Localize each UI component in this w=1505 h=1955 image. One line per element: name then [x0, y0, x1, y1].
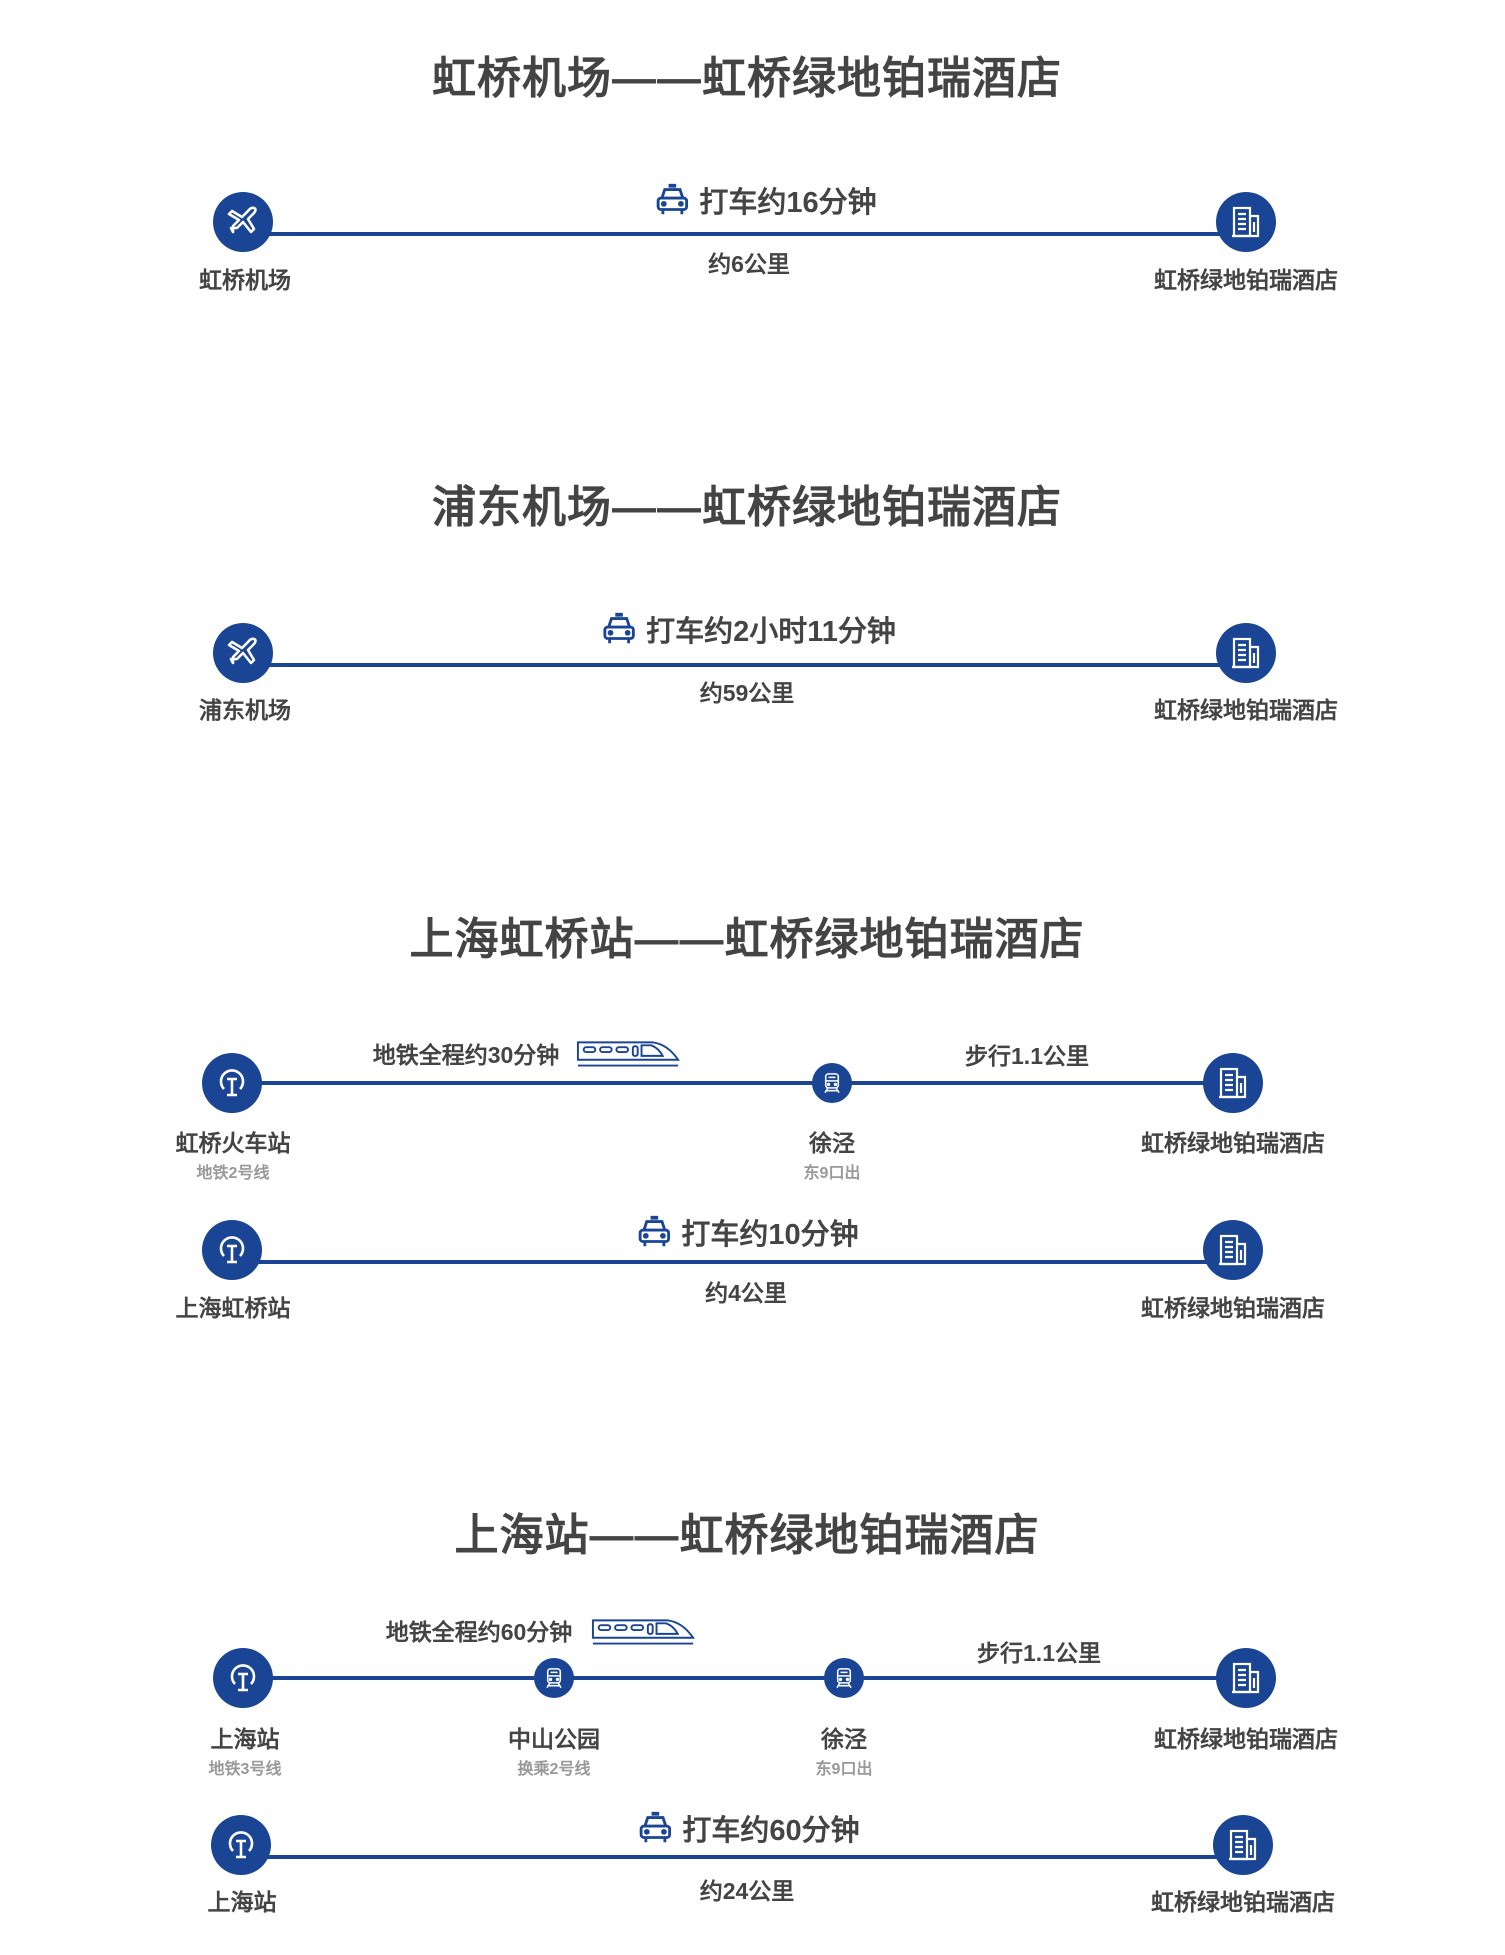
route-line [243, 232, 1246, 236]
stop-name: 上海站 [210, 1726, 280, 1752]
building-icon [1216, 192, 1276, 252]
distance: 约59公里 [699, 680, 795, 706]
taxi-icon [636, 1809, 674, 1847]
building-icon [1216, 1648, 1276, 1708]
duration-text: 打车约2小时11分钟 [646, 616, 896, 648]
distance: 约4公里 [705, 1280, 787, 1306]
metro-duration: 地铁全程约60分钟 [385, 1619, 573, 1645]
origin-label: 浦东机场 [199, 697, 291, 723]
taxi-duration: 打车约10分钟 [635, 1211, 859, 1253]
stop-name: 中山公园 [508, 1726, 600, 1752]
walk-distance: 步行1.1公里 [977, 1640, 1101, 1666]
train-icon [576, 1038, 682, 1068]
route-title: 浦东机场——虹桥绿地铂瑞酒店 [432, 483, 1062, 532]
walk-distance: 步行1.1公里 [965, 1043, 1089, 1069]
destination-label: 虹桥绿地铂瑞酒店 [1141, 1295, 1325, 1321]
route-title: 虹桥机场——虹桥绿地铂瑞酒店 [432, 54, 1062, 103]
railway-station-icon [202, 1220, 262, 1280]
stop-note: 东9口出 [815, 1761, 873, 1778]
stop-name: 虹桥绿地铂瑞酒店 [1141, 1130, 1325, 1156]
metro-icon [812, 1063, 852, 1103]
route-title: 上海虹桥站——虹桥绿地铂瑞酒店 [409, 915, 1085, 964]
duration-text: 打车约60分钟 [682, 1815, 860, 1847]
metro-duration: 地铁全程约30分钟 [372, 1042, 560, 1068]
metro-route-line [243, 1676, 1246, 1680]
stop-note: 换乘2号线 [517, 1761, 591, 1778]
origin-label: 虹桥机场 [199, 267, 291, 293]
metro-icon [534, 1658, 574, 1698]
destination-label: 虹桥绿地铂瑞酒店 [1151, 1889, 1335, 1915]
duration-text: 打车约16分钟 [699, 187, 877, 219]
railway-station-icon [213, 1648, 273, 1708]
building-icon [1213, 1815, 1273, 1875]
plane-icon [213, 192, 273, 252]
railway-station-icon [211, 1815, 271, 1875]
origin-label: 上海虹桥站 [175, 1295, 291, 1321]
duration-text: 打车约10分钟 [681, 1219, 859, 1251]
stop-note: 地铁3号线 [208, 1761, 282, 1778]
plane-icon [213, 623, 273, 683]
route-title: 上海站——虹桥绿地铂瑞酒店 [454, 1511, 1040, 1560]
destination-label: 虹桥绿地铂瑞酒店 [1154, 697, 1338, 723]
stop-name: 虹桥火车站 [175, 1130, 291, 1156]
distance: 约6公里 [708, 251, 790, 277]
taxi-icon [600, 610, 638, 648]
taxi-duration: 打车约2小时11分钟 [600, 608, 896, 650]
stop-name: 徐泾 [821, 1726, 867, 1752]
building-icon [1216, 623, 1276, 683]
taxi-duration: 打车约16分钟 [653, 179, 877, 221]
taxi-icon [635, 1213, 673, 1251]
building-icon [1203, 1220, 1263, 1280]
distance: 约24公里 [699, 1878, 795, 1904]
origin-label: 上海站 [207, 1889, 277, 1915]
stop-note: 东9口出 [803, 1165, 861, 1182]
building-icon [1203, 1053, 1263, 1113]
stop-name: 虹桥绿地铂瑞酒店 [1154, 1726, 1338, 1752]
taxi-icon [653, 181, 691, 219]
train-icon [591, 1616, 697, 1646]
stop-note: 地铁2号线 [196, 1165, 270, 1182]
stop-name: 徐泾 [809, 1130, 855, 1156]
destination-label: 虹桥绿地铂瑞酒店 [1154, 267, 1338, 293]
route-line [243, 663, 1246, 667]
metro-icon [824, 1658, 864, 1698]
route-line [241, 1855, 1243, 1859]
taxi-duration: 打车约60分钟 [636, 1807, 860, 1849]
railway-station-icon [202, 1053, 262, 1113]
route-line [232, 1260, 1233, 1264]
metro-route-line [232, 1081, 1233, 1085]
